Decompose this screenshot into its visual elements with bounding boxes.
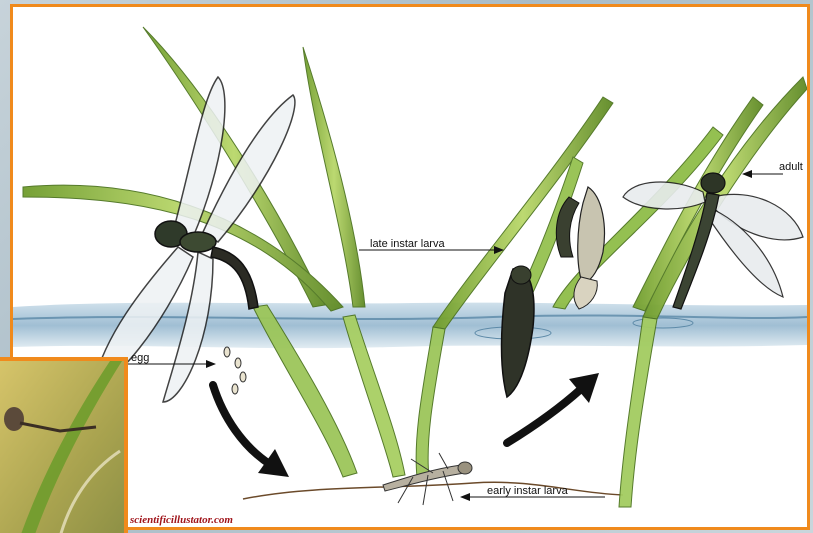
photo-inset [0, 357, 128, 533]
early-instar-larva-label: early instar larva [487, 485, 568, 497]
eggs [224, 347, 246, 394]
dragonfly-life-cycle-scene [13, 7, 807, 527]
late-instar-larva-label: late instar larva [370, 238, 445, 250]
ovipositing-dragonfly [93, 77, 295, 402]
late-instar-larva-drawing [502, 266, 534, 397]
curved-arrow-down-icon [213, 385, 289, 477]
dragonfly-photo [0, 361, 128, 533]
adult-label: adult [779, 161, 803, 173]
egg-label: egg [131, 352, 149, 364]
life-cycle-frame: egg late instar larva adult early instar… [10, 4, 810, 530]
curved-arrow-up-icon [507, 373, 599, 443]
credit-text: scientificillustator.com [130, 514, 233, 526]
